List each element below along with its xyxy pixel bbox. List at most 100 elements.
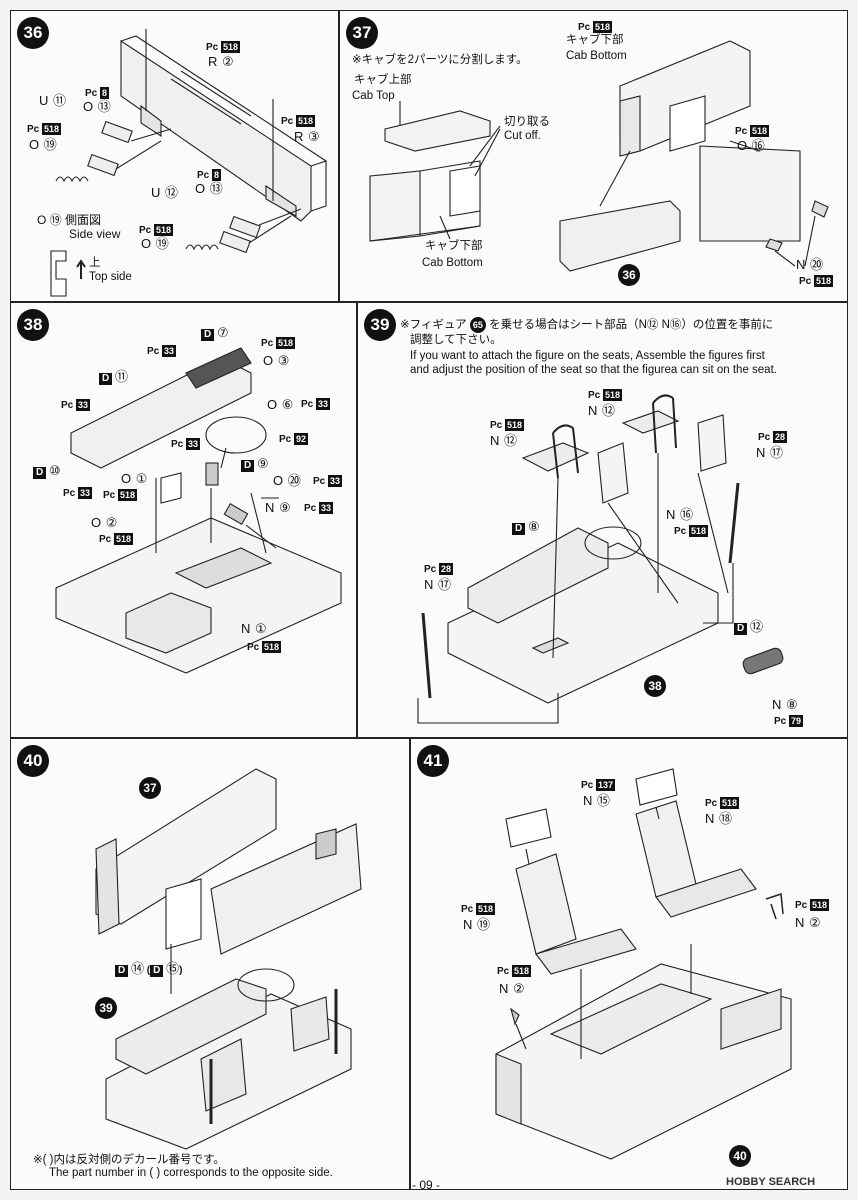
- part-o19-a: O ⑲: [29, 137, 58, 152]
- pc-prefix: Pc: [461, 904, 474, 915]
- part-o1: O ①: [121, 471, 148, 486]
- pc518-label-37b: Pc 518: [735, 125, 770, 138]
- part-o13-b: O ⑬: [195, 181, 224, 196]
- step-36-drawing: [50, 29, 328, 297]
- pc-prefix: Pc: [581, 780, 594, 791]
- pc-prefix: Pc: [774, 716, 787, 727]
- part-d9: D ⑨: [241, 456, 269, 472]
- step-38-drawing: [55, 347, 342, 674]
- step-41-panel: 41 Pc 137 N ⑮ Pc 518 N ⑱ Pc 518 N ⑲ Pc 5…: [410, 738, 848, 1190]
- pc33-label-d: Pc 33: [171, 438, 201, 451]
- pc518-label-39a: Pc 518: [588, 389, 623, 402]
- pc8-label-a: Pc 8: [85, 87, 110, 100]
- pc-prefix: Pc: [497, 966, 510, 977]
- d8-number: ⑧: [528, 519, 540, 534]
- pc-number: 518: [814, 275, 834, 287]
- pc518-label-b: Pc 518: [27, 123, 62, 136]
- part-o19-b: O ⑲: [141, 236, 170, 251]
- d15-number: ⑮: [166, 961, 180, 976]
- part-o13-a: O ⑬: [83, 99, 112, 114]
- side-view-jp: O ⑲ 側面図: [37, 213, 102, 227]
- cut-off-jp: 切り取る: [504, 116, 550, 128]
- footnote-jp: ※( )内は反対側のデカール番号です。: [33, 1154, 225, 1166]
- ref-step-39: 39: [95, 997, 117, 1019]
- step-38-panel: 38 Pc 33 D ⑦ Pc 518 O ③ D ⑪ Pc 33 O ⑥ Pc…: [10, 302, 357, 738]
- pc-number: 518: [512, 965, 532, 977]
- pc33-label-e: Pc 33: [313, 475, 343, 488]
- pc-prefix: Pc: [139, 225, 152, 236]
- pc-prefix: Pc: [588, 390, 601, 401]
- pc518-label-41c: Pc 518: [795, 899, 830, 912]
- pc-number: 518: [810, 899, 830, 911]
- pc-prefix: Pc: [85, 88, 98, 99]
- pc-number: 8: [100, 87, 110, 99]
- ref-step-37: 37: [139, 777, 161, 799]
- pc-prefix: Pc: [735, 126, 748, 137]
- pc-number: 518: [505, 419, 525, 431]
- d-box: D: [512, 523, 526, 535]
- d-box: D: [99, 373, 113, 385]
- pc-number: 33: [319, 502, 334, 514]
- pc518-label-39c: Pc 518: [674, 525, 709, 538]
- part-n17-a: N ⑰: [756, 445, 784, 460]
- part-n8: N ⑧: [772, 697, 799, 712]
- pc518-label-38b: Pc 518: [103, 489, 138, 502]
- pc-prefix: Pc: [705, 798, 718, 809]
- pc-number: 33: [78, 487, 93, 499]
- part-n2-b: N ②: [499, 981, 526, 996]
- step-39-note-en-1: If you want to attach the figure on the …: [410, 350, 765, 362]
- step-37-panel: 37 ※キャブを2パーツに分割します。 キャブ上部 Cab Top 切り取る C…: [339, 10, 848, 302]
- part-n12-b: N ⑫: [490, 433, 518, 448]
- step-39-drawing: [417, 394, 784, 724]
- part-o16: O ⑯: [737, 138, 766, 153]
- d-box: D: [115, 965, 129, 977]
- step-39-note-en-2: and adjust the position of the seat so t…: [410, 364, 777, 376]
- d-box: D: [734, 623, 748, 635]
- step-41-badge: 41: [417, 745, 449, 777]
- pc-prefix: Pc: [490, 420, 503, 431]
- note-prefix: ※フィギュア: [400, 319, 467, 331]
- pc-number: 33: [328, 475, 343, 487]
- ref-step-38: 38: [644, 675, 666, 697]
- pc33-label-b: Pc 33: [61, 399, 91, 412]
- d9-number: ⑨: [257, 456, 269, 471]
- step-40-badge: 40: [17, 745, 49, 777]
- pc-prefix: Pc: [674, 526, 687, 537]
- part-d7: D ⑦: [201, 326, 229, 341]
- ref-step-36: 36: [618, 264, 640, 286]
- pc-prefix: Pc: [304, 503, 317, 514]
- pc-number: 33: [76, 399, 91, 411]
- step-39-note-jp-1: ※フィギュア 65 を乗せる場合はシート部品（N⑫ N⑯）の位置を事前に: [400, 317, 773, 333]
- pc-prefix: Pc: [281, 116, 294, 127]
- pc518-label-38d: Pc 518: [247, 641, 282, 654]
- pc518-label-38a: Pc 518: [261, 337, 296, 350]
- side-view-en: Side view: [69, 227, 121, 241]
- pc-number: 8: [212, 169, 222, 181]
- step-36-badge: 36: [17, 17, 49, 49]
- pc-number: 518: [603, 389, 623, 401]
- pc-number: 33: [162, 345, 177, 357]
- part-o2: O ②: [91, 515, 118, 530]
- step-38-badge: 38: [17, 309, 49, 341]
- pc-number: 518: [593, 21, 613, 33]
- pc518-label-41a: Pc 518: [705, 797, 740, 810]
- d12-number: ⑫: [750, 619, 764, 634]
- d10-number: ⑩: [49, 463, 61, 478]
- hobby-search-logo: HOBBY SEARCH: [726, 1176, 816, 1188]
- pc-prefix: Pc: [799, 276, 812, 287]
- pc-prefix: Pc: [424, 564, 437, 575]
- cab-top-en: Cab Top: [352, 90, 395, 102]
- pc518-label-41d: Pc 518: [497, 965, 532, 978]
- d-box: D: [33, 467, 47, 479]
- step-37-drawing: [369, 40, 829, 272]
- pc-prefix: Pc: [147, 346, 160, 357]
- pc-prefix: Pc: [206, 42, 219, 53]
- pc-prefix: Pc: [99, 534, 112, 545]
- part-n20: N ⑳: [796, 257, 824, 272]
- pc518-label-c: Pc 518: [281, 115, 316, 128]
- pc-number: 518: [114, 533, 134, 545]
- part-n9: N ⑨: [265, 500, 292, 515]
- page-number: - 09 -: [412, 1178, 441, 1192]
- pc-number: 518: [689, 525, 709, 537]
- part-r3: R ③: [294, 129, 321, 144]
